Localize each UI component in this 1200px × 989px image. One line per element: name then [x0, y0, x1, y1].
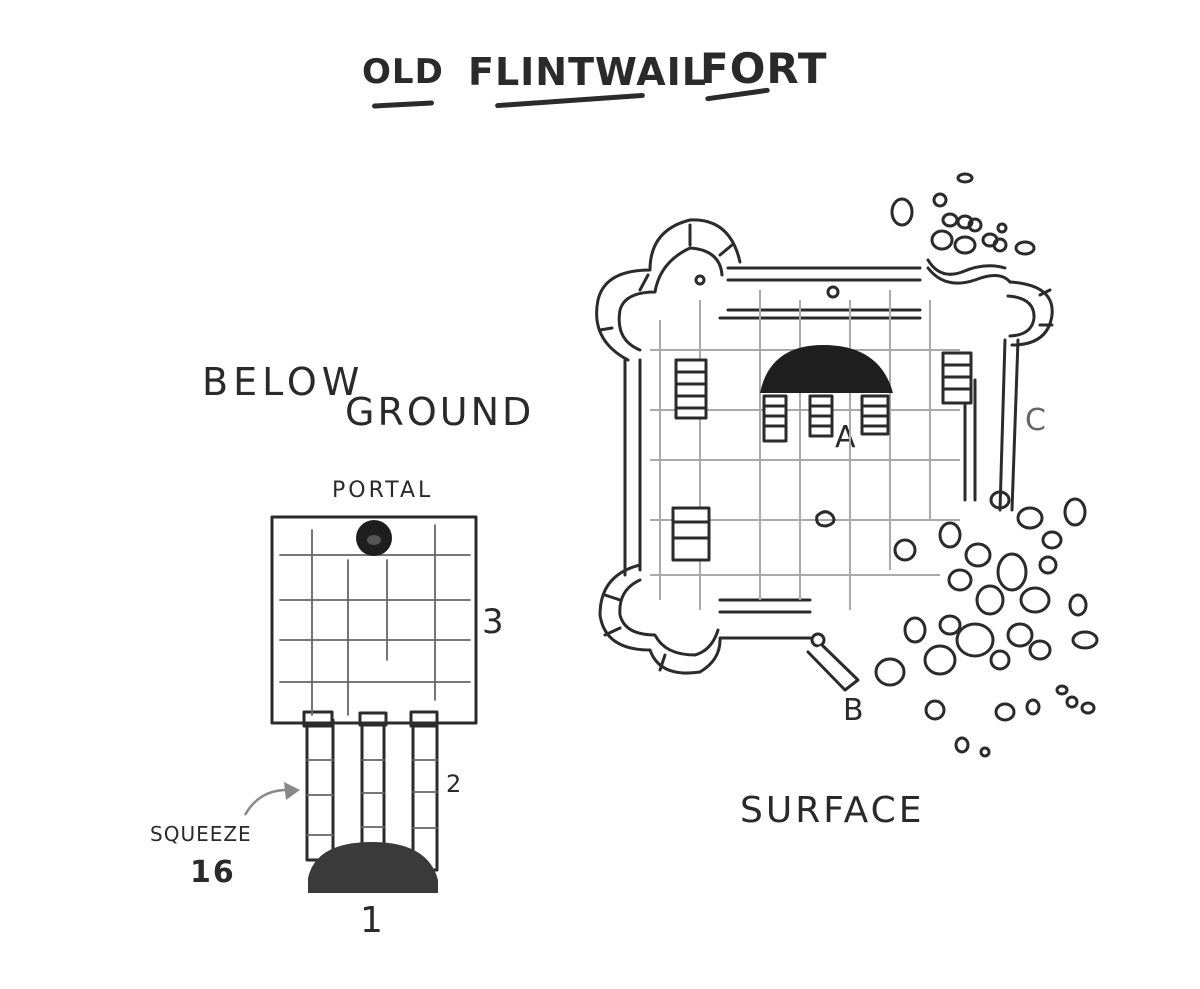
tower-southwest — [598, 563, 722, 675]
surface-fort — [595, 172, 1099, 758]
below-heading-line2: GROUND — [345, 390, 535, 434]
squeeze-dc-label: 16 — [190, 855, 236, 890]
tower-northwest — [595, 218, 742, 362]
stairs-west-lower — [671, 506, 711, 562]
room-3-label: 3 — [482, 602, 506, 642]
marker-c: C — [1025, 403, 1048, 438]
stairs-west-upper — [674, 358, 708, 420]
map-title-fort: FORT — [700, 44, 828, 93]
surface-heading: SURFACE — [740, 790, 925, 831]
gate-ramp-b — [806, 632, 860, 692]
room-3 — [270, 515, 478, 725]
below-heading-line1: BELOW — [202, 360, 365, 404]
corridor-2-label: 2 — [446, 770, 464, 798]
corridor-right — [409, 710, 439, 872]
tower-northeast — [926, 266, 1054, 347]
entrance-1-label: 1 — [360, 900, 385, 941]
map-title-old: OLD — [362, 52, 444, 92]
squeeze-label: SQUEEZE — [150, 822, 252, 846]
squeeze-arrow-icon — [243, 788, 293, 816]
map-title-flintwail: FLINTWAIL — [468, 50, 708, 94]
marker-b: B — [843, 693, 866, 728]
rubble-field-northeast — [890, 172, 1036, 276]
stairs-east — [941, 351, 973, 405]
portal-label: PORTAL — [332, 478, 434, 503]
below-ground-dungeon — [243, 515, 478, 893]
rubble-pile-icon — [308, 842, 438, 893]
dome-structure-a — [760, 345, 893, 443]
corridor-left — [302, 710, 335, 862]
corridor-middle — [358, 711, 388, 862]
rubble-field-southeast — [874, 490, 1099, 758]
